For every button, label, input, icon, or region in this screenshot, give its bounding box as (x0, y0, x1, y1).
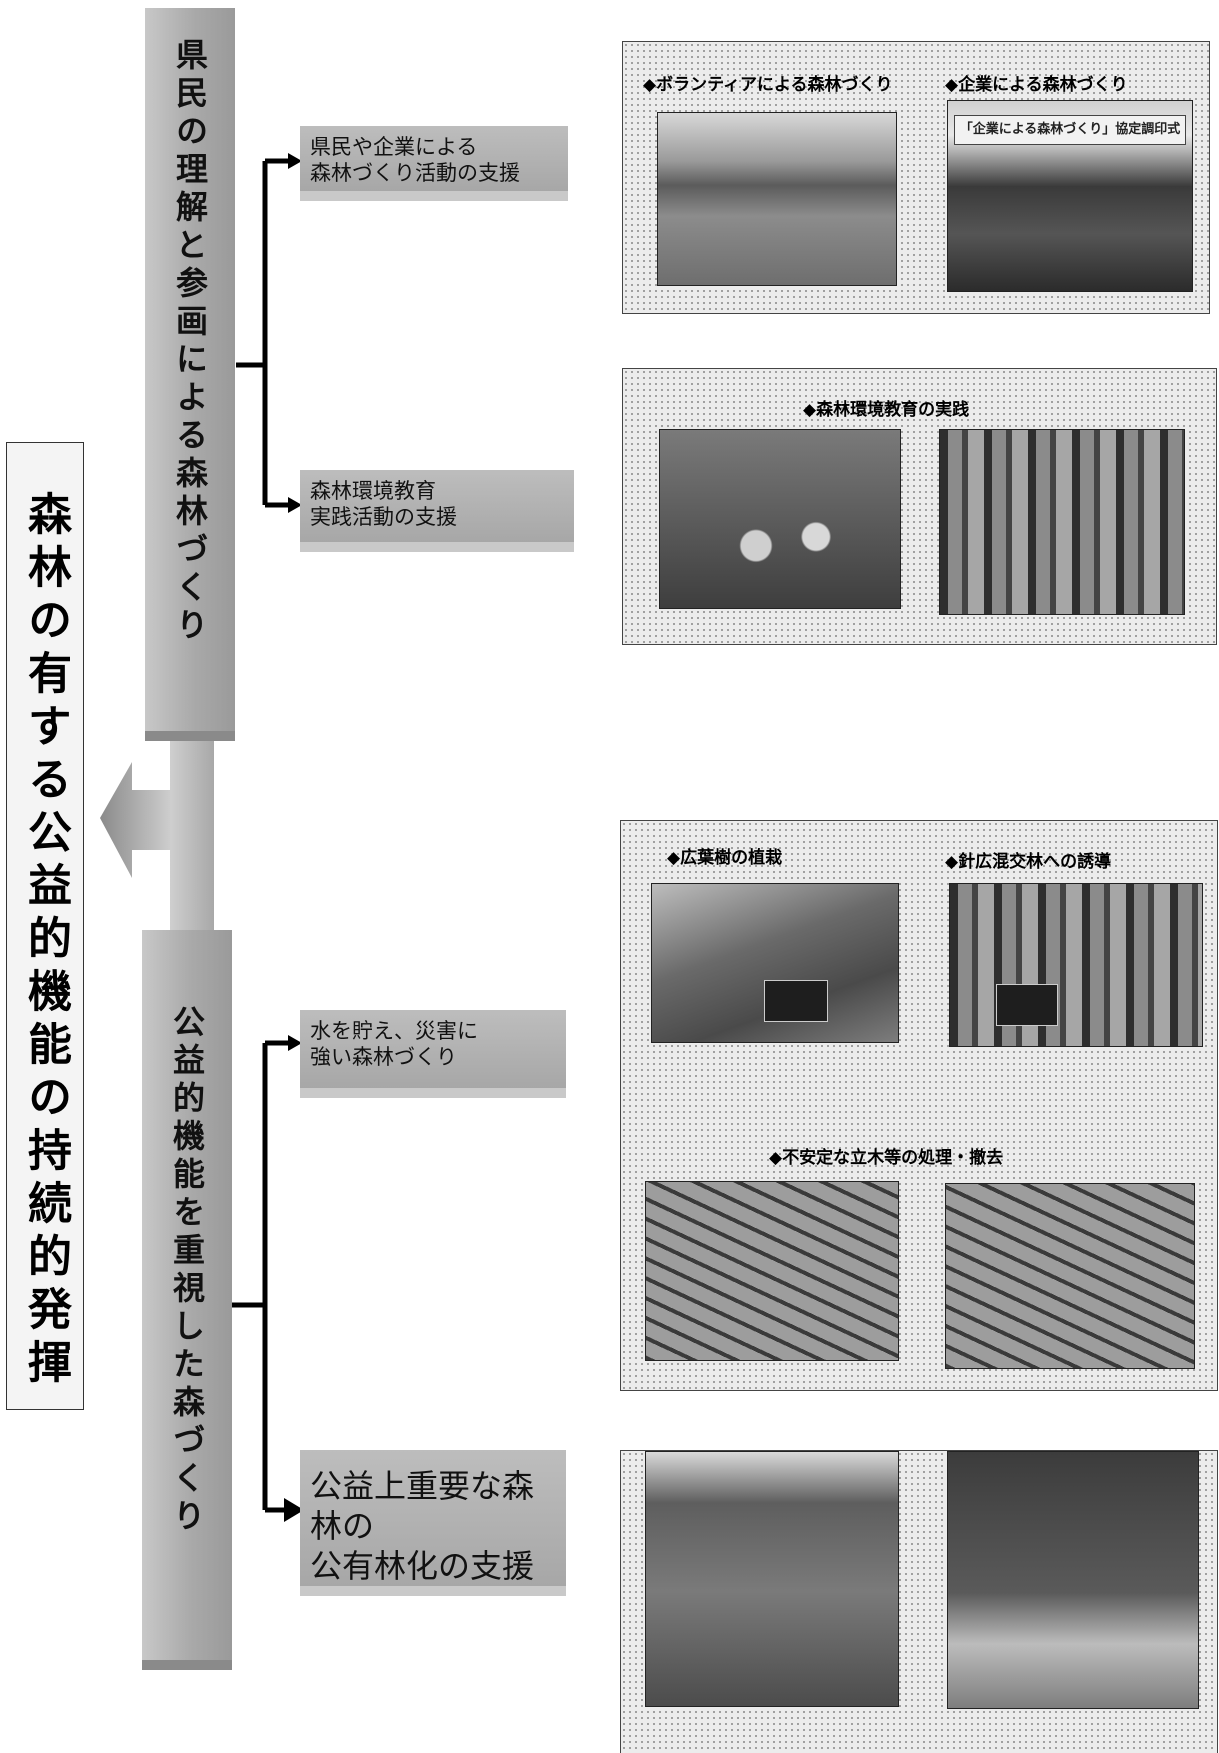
photo-fallen-trees-1 (645, 1181, 899, 1361)
branch-line: 公益上重要な森林の (310, 1467, 535, 1545)
main-arrow-icon (100, 762, 172, 878)
main-title: 森林の有する公益的機能の持続的発揮 (20, 491, 71, 1392)
photo-caption: ◆森林環境教育の実践 (803, 400, 970, 420)
photo-public-forest-2 (947, 1451, 1199, 1709)
branch-public-forest-acquisition: 公益上重要な森林の 公有林化の支援 (300, 1450, 566, 1596)
pillar-label: 公益的機能を重視した森づくり (168, 1005, 206, 1537)
photo-broadleaf-planting (651, 883, 899, 1043)
photo-caption: ◆広葉樹の植栽 (667, 848, 783, 868)
photo-panel-public-forest (620, 1450, 1218, 1753)
photo-public-forest-1 (645, 1451, 899, 1707)
photo-agreement-ceremony: 「企業による森林づくり」協定調印式 (947, 100, 1193, 292)
pillar-label: 県民の理解と参画による森林づくり (171, 38, 209, 646)
branch-line: 強い森林づくり (310, 1045, 457, 1070)
branch-line: 森林づくり活動の支援 (310, 161, 520, 186)
branch-support-forestry-activities: 県民や企業による 森林づくり活動の支援 (300, 126, 568, 201)
main-title-box: 森林の有する公益的機能の持続的発揮 (6, 442, 84, 1410)
photo-caption: ◆針広混交林への誘導 (945, 852, 1112, 872)
photo-volunteer-planting (657, 112, 897, 286)
photo-education-2 (939, 429, 1185, 615)
photo-fallen-trees-2 (945, 1183, 1195, 1369)
branch-line: 公有林化の支援 (310, 1547, 535, 1585)
photo-caption: ◆不安定な立木等の処理・撤去 (769, 1148, 1004, 1168)
signboard (764, 980, 828, 1022)
branch-line: 県民や企業による (310, 135, 478, 159)
branch-line: 水を貯え、災害に (310, 1019, 478, 1043)
signboard (996, 984, 1058, 1026)
pillar-connector (170, 741, 214, 930)
bracket-top (236, 158, 290, 508)
branch-line: 森林環境教育 (310, 479, 436, 503)
photo-panel-forest-education: ◆森林環境教育の実践 (622, 368, 1217, 645)
ceremony-sign: 「企業による森林づくり」協定調印式 (954, 115, 1186, 145)
pillar-public-function: 公益的機能を重視した森づくり (142, 930, 232, 1670)
photo-caption: ◆企業による森林づくり (945, 75, 1128, 95)
photo-panel-volunteer-corporate: ◆ボランティアによる森林づくり ◆企業による森林づくり 「企業による森林づくり」… (622, 41, 1210, 314)
photo-education-1 (659, 429, 901, 609)
bracket-bottom (232, 1040, 290, 1513)
photo-caption: ◆ボランティアによる森林づくり (643, 75, 893, 95)
branch-disaster-resistant-forest: 水を貯え、災害に 強い森林づくり (300, 1010, 566, 1098)
photo-panel-forest-management: ◆広葉樹の植栽 ◆針広混交林への誘導 ◆不安定な立木等の処理・撤去 (620, 820, 1218, 1391)
photo-mixed-forest (949, 883, 1203, 1047)
branch-line: 実践活動の支援 (310, 505, 457, 530)
pillar-citizen-participation: 県民の理解と参画による森林づくり (145, 8, 235, 741)
branch-forest-education: 森林環境教育 実践活動の支援 (300, 470, 574, 552)
